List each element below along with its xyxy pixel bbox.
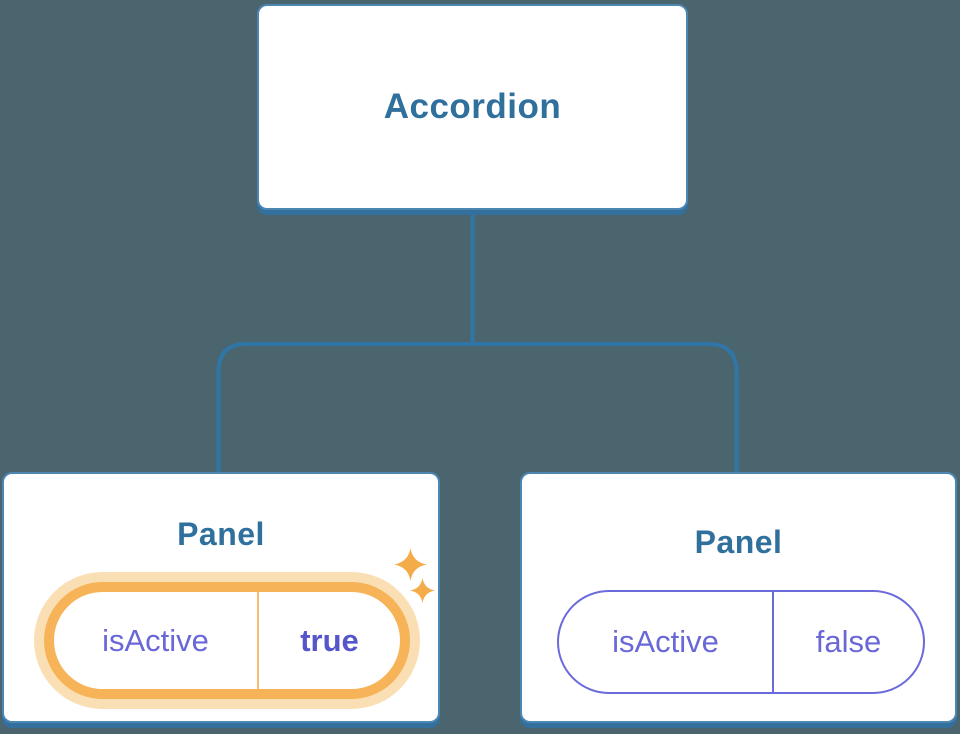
tree-node-panel-inactive: Panel isActive false bbox=[520, 472, 957, 723]
prop-value: false bbox=[815, 624, 882, 659]
prop-pill-active: isActive true bbox=[44, 582, 410, 699]
panel-node-label: Panel bbox=[177, 516, 265, 552]
pill-divider bbox=[772, 592, 774, 692]
pill-divider bbox=[257, 592, 259, 689]
prop-value: true bbox=[300, 622, 359, 658]
prop-name: isActive bbox=[612, 624, 719, 659]
tree-node-panel-active: Panel isActive true bbox=[2, 472, 440, 723]
prop-pill-inactive: isActive false bbox=[557, 590, 925, 694]
accordion-node-label: Accordion bbox=[383, 87, 562, 126]
tree-node-accordion: Accordion bbox=[257, 4, 688, 210]
branch-bracket-line bbox=[216, 342, 739, 473]
panel-node-label: Panel bbox=[694, 524, 783, 560]
sparkles-icon bbox=[410, 578, 435, 603]
prop-name: isActive bbox=[102, 622, 209, 658]
